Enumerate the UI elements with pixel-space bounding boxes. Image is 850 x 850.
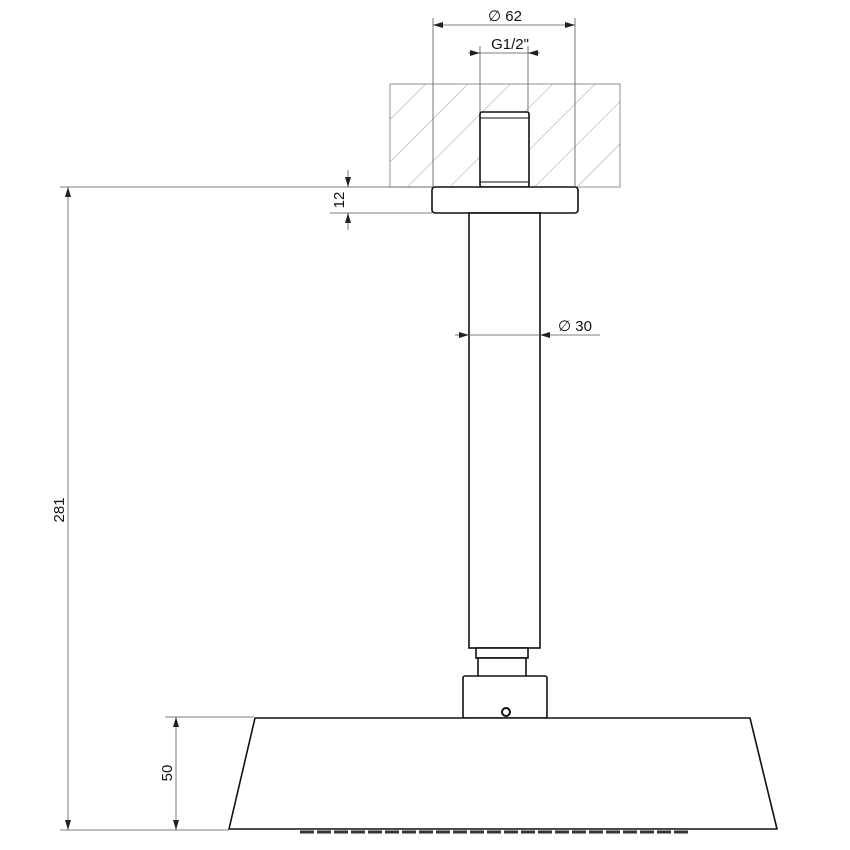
dimension-flange-height: 12: [60, 170, 432, 230]
dimension-label: ∅ 30: [558, 318, 592, 335]
dimension-label: 281: [51, 497, 68, 522]
dimension-label: ∅ 62: [488, 8, 522, 25]
dimension-pipe-diameter: ∅ 30: [455, 318, 600, 338]
threaded-nipple: [479, 111, 530, 188]
shower-arm-pipe: [468, 212, 541, 649]
dimension-head-height: 50: [159, 716, 254, 830]
dimension-thread: G1/2": [468, 36, 540, 112]
connector-fitting: [462, 647, 548, 719]
dimension-label: G1/2": [491, 36, 529, 53]
dimension-label: 12: [331, 192, 348, 209]
dimension-flange-diameter: ∅ 62: [432, 8, 576, 187]
shower-head: [228, 717, 778, 834]
dimension-label: 50: [159, 765, 176, 782]
dimension-total-height: 281: [51, 187, 229, 831]
wall-flange: [431, 186, 579, 214]
